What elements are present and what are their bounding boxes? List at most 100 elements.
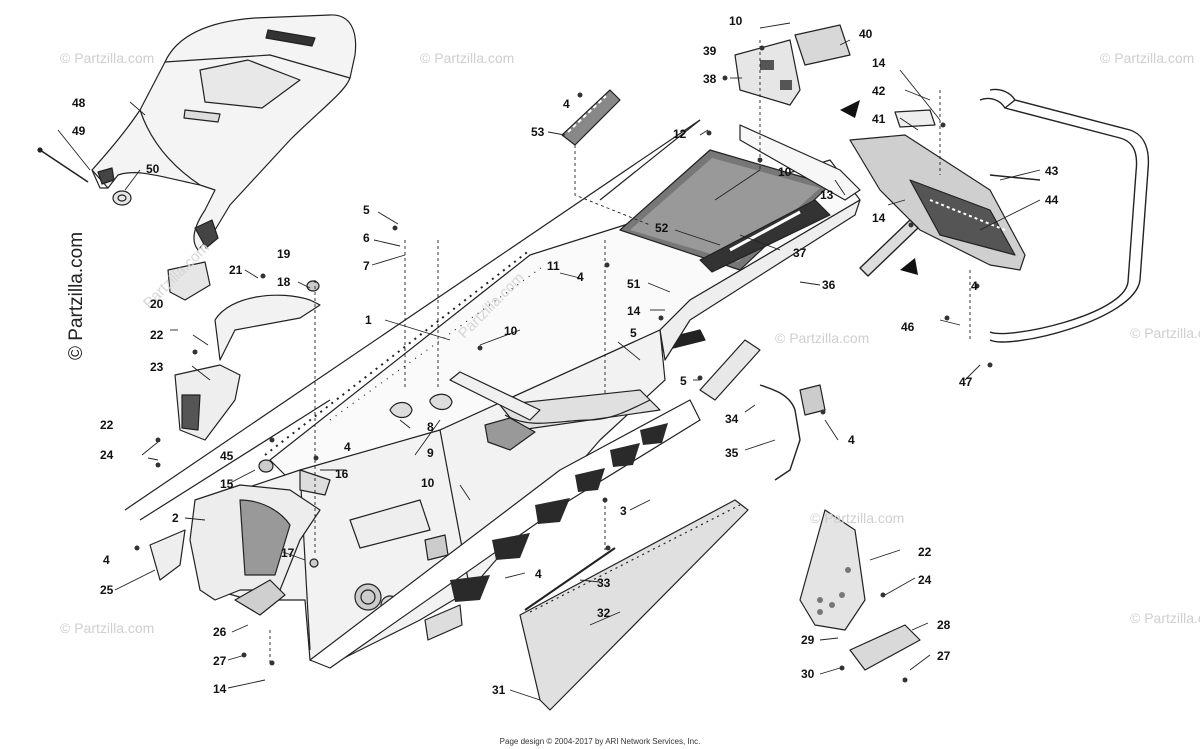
callout-label: 31: [492, 683, 506, 697]
page-footer: Page design © 2004-2017 by ARI Network S…: [499, 737, 701, 746]
callout-label: 23: [150, 360, 164, 374]
callout-label: 26: [213, 625, 227, 639]
bumper-brackets: [389, 393, 453, 419]
callout-label: 8: [427, 420, 434, 434]
callout-label: 50: [146, 162, 160, 176]
callout-label: 10: [421, 476, 435, 490]
tile-watermark: © Partzilla.com: [1100, 50, 1195, 66]
callout-label: 46: [901, 320, 915, 334]
tile-watermark: © Partzilla.com: [810, 510, 905, 526]
callout-label: 34: [725, 412, 739, 426]
callout-label: 37: [793, 246, 807, 260]
callout-label: 14: [627, 304, 641, 318]
callout-label: 35: [725, 446, 739, 460]
callout-label: 9: [427, 446, 434, 460]
callout-label: 12: [673, 127, 687, 141]
tile-watermark: © Partzilla.com: [1130, 610, 1200, 626]
callout-label: 33: [597, 576, 611, 590]
callout-label: 24: [918, 573, 932, 587]
tile-watermark: © Partzilla.com: [775, 330, 870, 346]
footrest-and-handle: [799, 509, 921, 671]
callout-label: 45: [220, 449, 234, 463]
callout-label: 29: [801, 633, 815, 647]
taillight-assembly: [849, 109, 1041, 271]
callout-label: 30: [801, 667, 815, 681]
callout-label: 11: [547, 259, 560, 273]
callout-label: 28: [937, 618, 951, 632]
callout-label: 17: [281, 546, 295, 560]
tile-watermark: © Partzilla.com: [1130, 325, 1200, 341]
tile-watermark: © Partzilla.com: [420, 50, 515, 66]
callout-label: 42: [872, 84, 886, 98]
callout-label: 16: [335, 467, 349, 481]
callout-label: 14: [872, 56, 886, 70]
callout-label: 27: [213, 654, 227, 668]
tunnel-assembly: [209, 149, 861, 669]
callout-label: 22: [150, 328, 164, 342]
callout-label: 10: [729, 14, 743, 28]
callout-label: 5: [363, 203, 370, 217]
callout-label: 4: [971, 279, 978, 293]
lower-bracket-group: [167, 261, 321, 441]
callout-label: 47: [959, 375, 973, 389]
arrow-markers: [840, 100, 918, 275]
callout-label: 7: [363, 259, 370, 273]
callout-label: 25: [100, 583, 114, 597]
callout-label: 43: [1045, 164, 1059, 178]
callout-label: 4: [535, 567, 542, 581]
callout-label: 5: [680, 374, 687, 388]
bracket-53: [561, 89, 621, 146]
callout-label: 21: [229, 263, 243, 277]
callout-label: 13: [820, 188, 834, 202]
hitch-assembly: [699, 339, 826, 481]
callout-label: 36: [822, 278, 836, 292]
side-watermark: © Partzilla.com: [66, 231, 87, 360]
callout-label: 38: [703, 72, 717, 86]
callout-label: 2: [172, 511, 179, 525]
callout-label: 10: [504, 324, 518, 338]
callout-label: 3: [620, 504, 627, 518]
pad-26: [234, 579, 286, 616]
callout-label: 4: [344, 440, 351, 454]
callout-label: 41: [872, 112, 886, 126]
callout-label: 1: [365, 313, 372, 327]
callout-label: 6: [363, 231, 370, 245]
callout-label: 19: [277, 247, 291, 261]
front-left-components: [149, 459, 331, 601]
brace-1: [124, 119, 701, 511]
callout-label: 49: [72, 124, 86, 138]
rail-13: [739, 124, 861, 201]
callout-label: 18: [277, 275, 291, 289]
rails: [519, 499, 749, 711]
callout-label: 32: [597, 606, 611, 620]
fasteners: [134, 45, 993, 683]
callout-label: 24: [100, 448, 114, 462]
callout-label: 27: [937, 649, 951, 663]
callout-label: 14: [213, 682, 227, 696]
callout-label: 22: [918, 545, 932, 559]
grab-handle-44: [859, 88, 1150, 343]
tile-watermark: © Partzilla.com: [60, 50, 155, 66]
callout-label: 10: [778, 165, 792, 179]
flap-assembly: [734, 24, 851, 106]
callout-label: 39: [703, 44, 717, 58]
callout-label: 4: [577, 270, 584, 284]
callout-label: 4: [563, 97, 570, 111]
callout-label: 48: [72, 96, 86, 110]
callout-label: 53: [531, 125, 545, 139]
callout-label: 51: [627, 277, 641, 291]
callout-label: 14: [872, 211, 886, 225]
callout-label: 4: [103, 553, 110, 567]
callout-label: 40: [859, 27, 873, 41]
tile-watermark: © Partzilla.com: [60, 620, 155, 636]
callout-label: 52: [655, 221, 669, 235]
callout-label: 5: [630, 326, 637, 340]
callout-label: 44: [1045, 193, 1059, 207]
seat-pin-and-washer: [37, 147, 132, 206]
callout-label: 20: [150, 297, 164, 311]
seat: [91, 14, 357, 251]
callout-label: 4: [848, 433, 855, 447]
callout-label: 22: [100, 418, 114, 432]
